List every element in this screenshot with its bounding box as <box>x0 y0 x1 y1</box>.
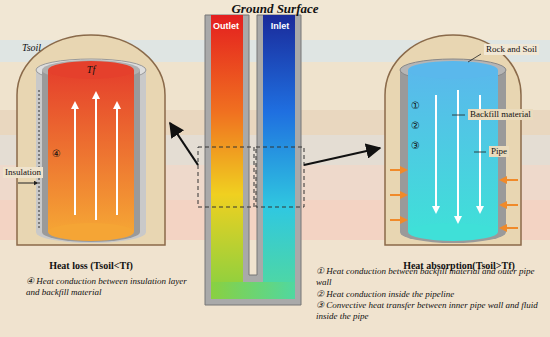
callout-number: ③ <box>411 140 420 152</box>
u-tube <box>198 15 304 305</box>
panel-caption: Heat loss (Tsoil<Tf) <box>12 260 170 272</box>
heat-absorption-panel: Heat absorption(Tsoil>Tf) <box>380 33 538 273</box>
heat-absorption-detail <box>385 35 521 245</box>
mechanism-note: ① Heat conduction between backfill mater… <box>316 266 546 288</box>
inlet-pipe: Inlet <box>256 15 304 207</box>
callout-number: ① <box>411 100 420 112</box>
outlet-pipe: Outlet <box>198 15 254 207</box>
part-label: Backfill material <box>468 109 533 120</box>
detail-arrow <box>304 148 380 165</box>
mechanism-note: ② Heat conduction inside the pipeline <box>316 289 546 300</box>
soil-temperature: Tsoil <box>22 42 41 54</box>
mechanism-note: ④ Heat conduction between insulation lay… <box>26 276 202 298</box>
part-label: Pipe <box>489 146 509 157</box>
part-label: Rock and Soil <box>484 44 539 55</box>
mechanism-note: ③ Convective heat transfer between inner… <box>316 300 546 322</box>
diagram-title: Ground Surface <box>0 1 550 17</box>
callout-number: ④ <box>52 148 61 160</box>
pipe-label: Outlet <box>198 21 254 31</box>
insulation-label: Insulation <box>3 167 43 178</box>
detail-arrow <box>170 123 198 165</box>
heat-loss-detail <box>17 35 165 245</box>
pipe-label: Inlet <box>256 21 304 31</box>
callout-number: ② <box>411 120 420 132</box>
fluid-temperature: Tf <box>76 64 106 76</box>
